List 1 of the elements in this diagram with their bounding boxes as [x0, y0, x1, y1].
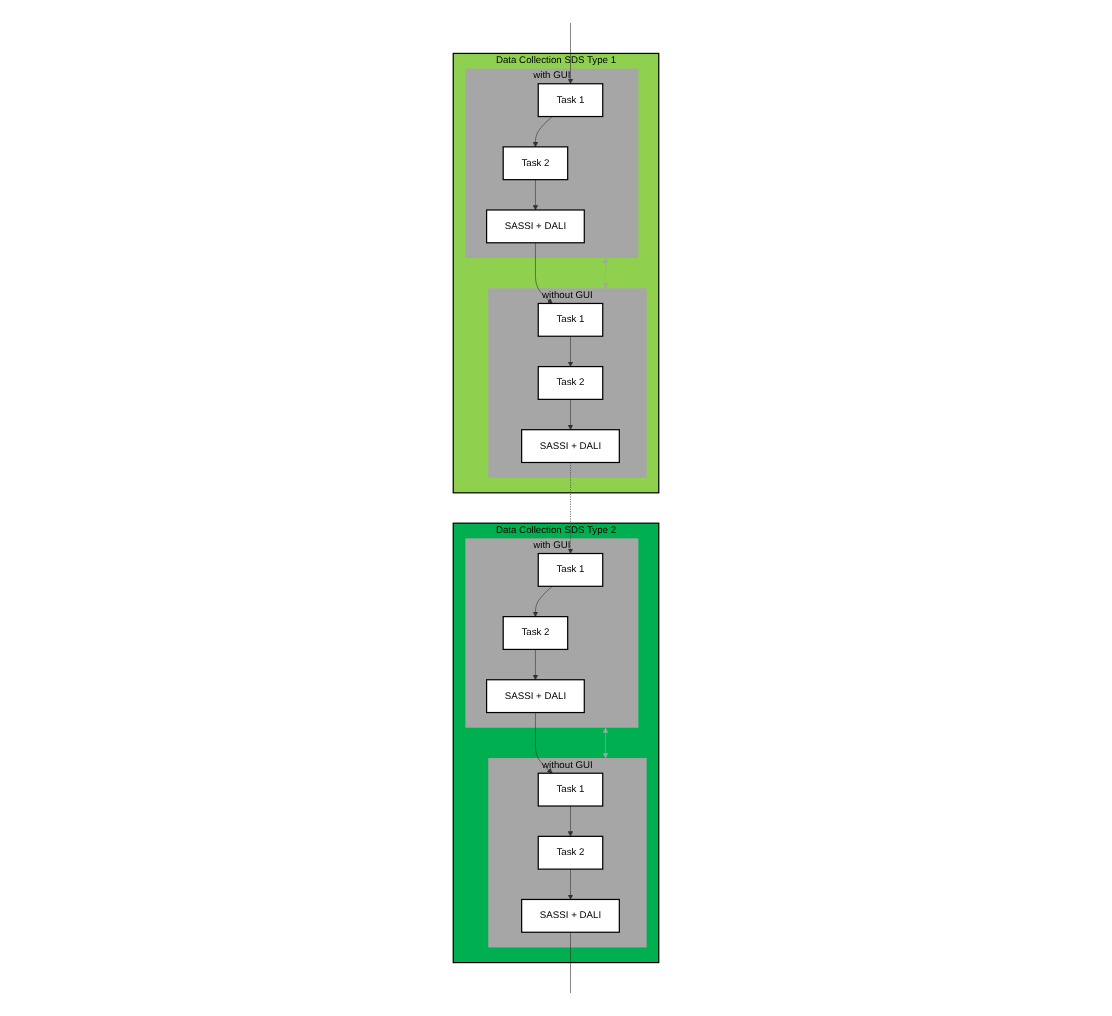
connector: [570, 931, 571, 994]
